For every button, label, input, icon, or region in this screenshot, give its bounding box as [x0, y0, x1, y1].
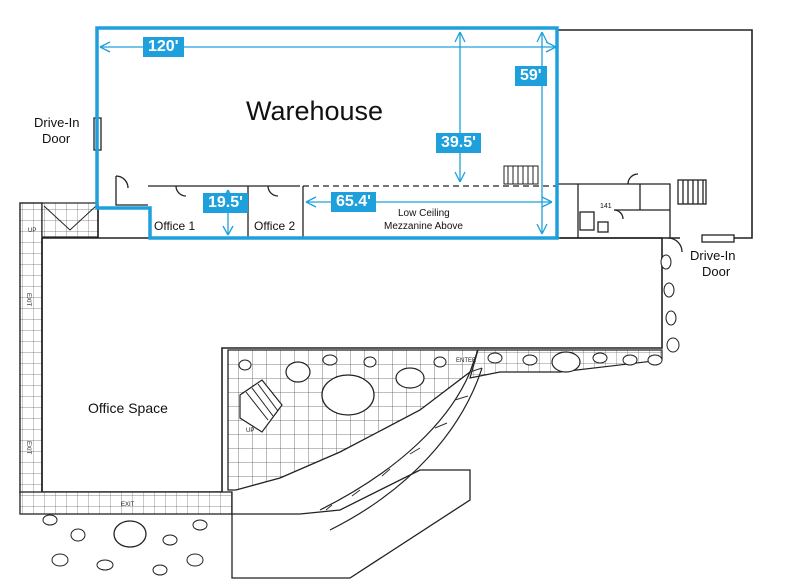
up-label-stair: UP [246, 428, 254, 434]
right-drive-in-door [701, 234, 735, 243]
courtyard [113, 349, 663, 548]
dimension-depth-mid: 39.5' [436, 133, 481, 153]
dimension-depth-right: 59' [515, 66, 547, 86]
warehouse-stair [503, 165, 539, 185]
exit-label-bottom: EXIT [121, 502, 135, 508]
office-space-block [41, 205, 663, 493]
office-2-label: Office 2 [254, 219, 296, 233]
left-door-label-line1: Drive-In [34, 115, 80, 130]
rock-border [42, 254, 680, 576]
exit-label-left-2: EXIT [25, 441, 31, 455]
south-walkway [19, 469, 471, 579]
up-label-left: UP [28, 228, 36, 234]
right-door-label-line2: Door [702, 264, 731, 279]
dimension-lines [99, 31, 557, 236]
warehouse-label: Warehouse [246, 96, 384, 126]
dimension-office-depth: 19.5' [203, 193, 248, 213]
building-walls [96, 29, 753, 239]
enter-label: ENTER [456, 358, 477, 364]
dimension-width-top: 120' [143, 37, 184, 57]
office-1-label: Office 1 [154, 219, 196, 233]
highlighted-area-outline [95, 26, 559, 240]
room-141-label: 141 [600, 203, 612, 210]
mezzanine-label-line1: Low Ceiling [398, 208, 450, 219]
left-door-label-line2: Door [42, 131, 71, 146]
dimension-mezzanine-width: 65.4' [331, 192, 376, 212]
east-rooms [558, 173, 707, 253]
mezzanine-label-line2: Mezzanine Above [384, 221, 463, 232]
interior-walls [115, 175, 556, 238]
right-door-label-line1: Drive-In [690, 248, 736, 263]
exit-label-left-1: EXIT [25, 293, 31, 307]
office-space-label: Office Space [88, 400, 168, 416]
